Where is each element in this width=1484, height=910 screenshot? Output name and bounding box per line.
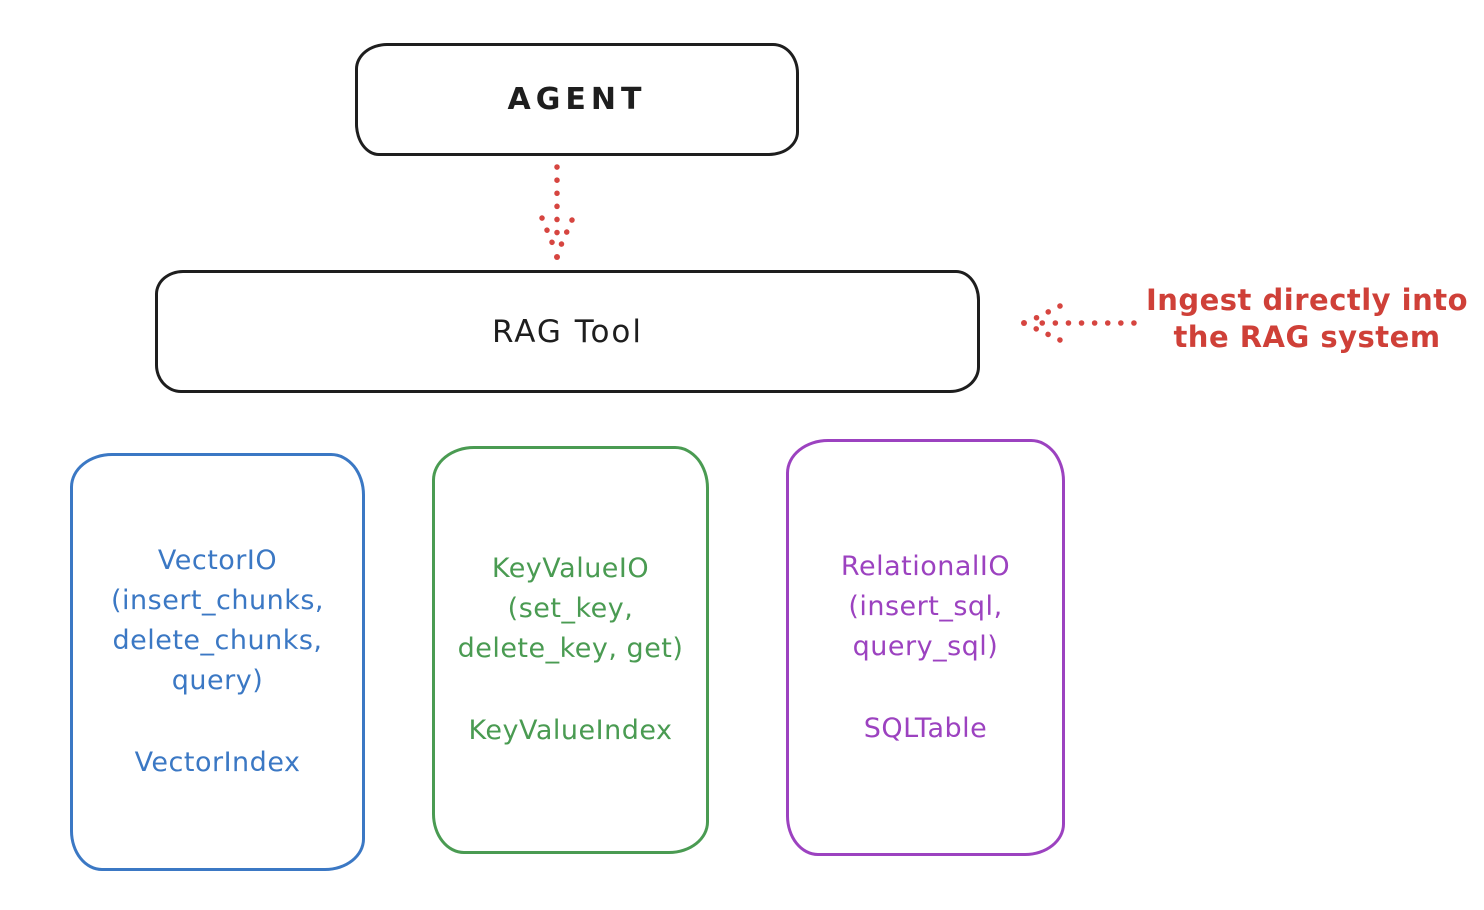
- keyvalue-io-body: KeyValueIO (set_key, delete_key, get): [457, 553, 684, 664]
- rag-tool-label: RAG Tool: [491, 313, 644, 350]
- agent-label: AGENT: [507, 82, 647, 117]
- rag-tool-box: RAG Tool: [155, 270, 980, 393]
- ingest-arrow-icon: [1021, 303, 1137, 343]
- keyvalue-io-index: KeyValueIndex: [468, 715, 673, 746]
- relational-io-body: RelationalIO (insert_sql, query_sql): [840, 550, 1011, 662]
- keyvalue-io-box: KeyValueIO (set_key, delete_key, get) Ke…: [432, 446, 709, 854]
- arrowhead-tip: [1021, 320, 1027, 326]
- vector-io-body: VectorIO (insert_chunks, delete_chunks, …: [111, 545, 324, 696]
- arrowhead-tip: [554, 254, 560, 260]
- ingest-annotation: Ingest directly into the RAG system: [1145, 283, 1469, 354]
- relational-io-box: RelationalIO (insert_sql, query_sql) SQL…: [786, 439, 1065, 856]
- agent-box: AGENT: [355, 43, 799, 156]
- relational-io-index: SQLTable: [863, 712, 988, 744]
- agent-to-ragtool-arrow-icon: [539, 164, 575, 260]
- vector-io-box: VectorIO (insert_chunks, delete_chunks, …: [70, 453, 365, 871]
- vector-io-index: VectorIndex: [134, 747, 301, 778]
